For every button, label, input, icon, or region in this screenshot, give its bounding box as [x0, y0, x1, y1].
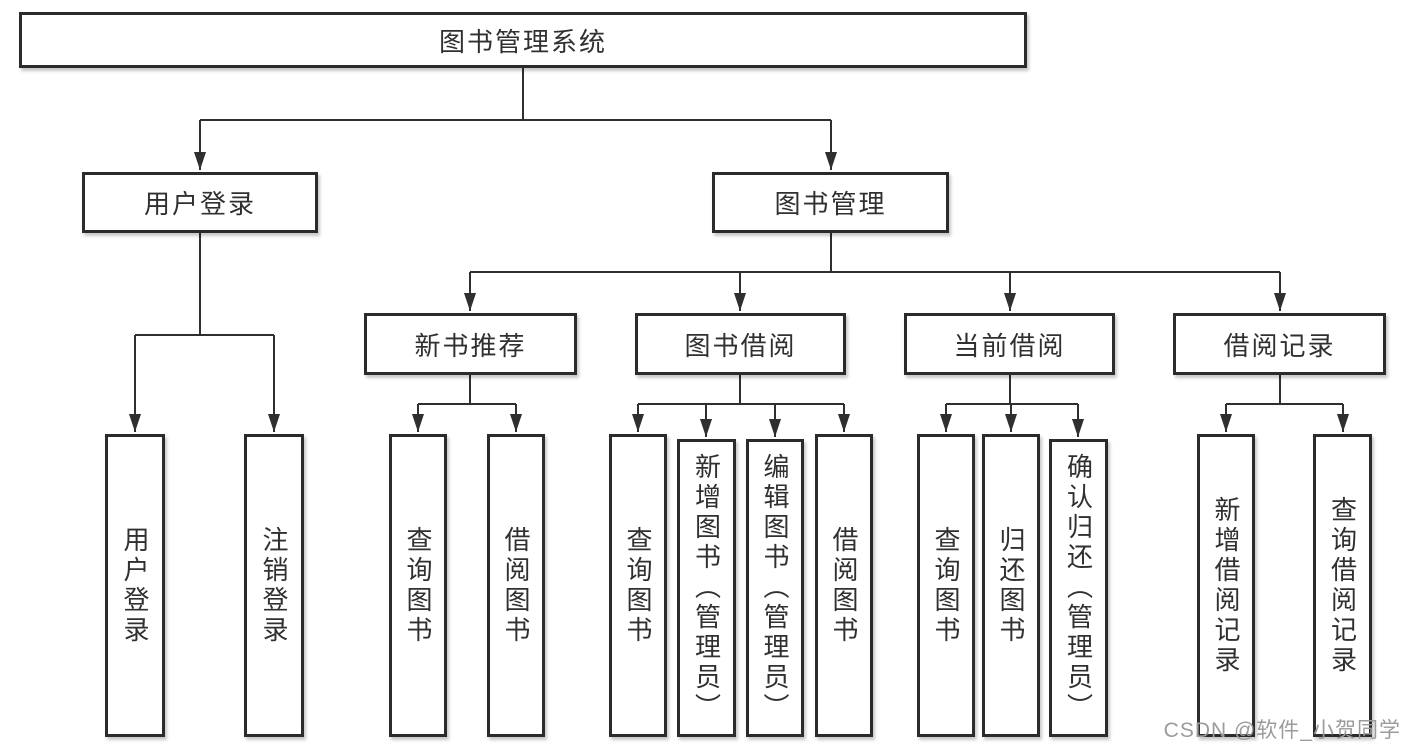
node-user-login: 用户登录	[82, 172, 318, 233]
node-library-management-system: 图书管理系统	[19, 12, 1027, 68]
node-current-borrowing: 当前借阅	[904, 313, 1115, 375]
leaf-logout-label: 注销登录	[259, 525, 289, 646]
node-book-management: 图书管理	[712, 172, 949, 233]
leaf-edit-books-admin: 编辑图书（管理员）	[746, 439, 804, 737]
leaf-search-books-2: 查询图书	[609, 434, 667, 737]
leaf-search-books-3-label: 查询图书	[931, 525, 961, 646]
node-borrowing-records: 借阅记录	[1173, 313, 1386, 375]
leaf-add-borrow-record-label: 新增借阅记录	[1211, 495, 1241, 676]
leaf-add-borrow-record: 新增借阅记录	[1197, 434, 1255, 737]
leaf-user-login-label: 用户登录	[120, 525, 150, 646]
leaf-confirm-return-admin: 确认归还（管理员）	[1049, 439, 1108, 737]
leaf-user-login: 用户登录	[105, 434, 165, 737]
leaf-search-books-1-label: 查询图书	[403, 525, 433, 646]
node-new-book-recommend: 新书推荐	[364, 313, 577, 375]
leaf-confirm-return-admin-label: 确认归还（管理员）	[1063, 453, 1094, 723]
leaf-search-books-3: 查询图书	[917, 434, 975, 737]
leaf-add-books-admin-label: 新增图书（管理员）	[691, 453, 722, 723]
leaf-search-books-1: 查询图书	[389, 434, 447, 737]
leaf-search-borrow-record: 查询借阅记录	[1313, 434, 1372, 737]
leaf-edit-books-admin-label: 编辑图书（管理员）	[760, 453, 790, 723]
leaf-return-books: 归还图书	[982, 434, 1040, 737]
leaf-logout: 注销登录	[244, 434, 304, 737]
leaf-borrow-books-1-label: 借阅图书	[501, 525, 531, 646]
node-book-borrowing: 图书借阅	[635, 313, 846, 375]
leaf-return-books-label: 归还图书	[996, 525, 1026, 646]
leaf-add-books-admin: 新增图书（管理员）	[677, 439, 736, 737]
leaf-borrow-books-1: 借阅图书	[487, 434, 545, 737]
leaf-search-books-2-label: 查询图书	[623, 525, 653, 646]
leaf-borrow-books-2-label: 借阅图书	[829, 525, 859, 646]
leaf-borrow-books-2: 借阅图书	[815, 434, 873, 737]
leaf-search-borrow-record-label: 查询借阅记录	[1327, 495, 1358, 676]
watermark-text: CSDN @软件_小贺同学	[1163, 719, 1401, 742]
